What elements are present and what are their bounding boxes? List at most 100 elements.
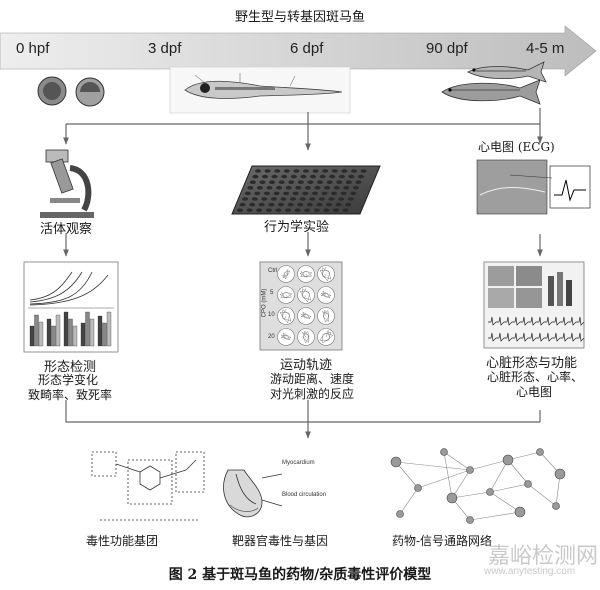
figure-caption: 图 2 基于斑马鱼的药物/杂质毒性评价模型 <box>168 567 432 583</box>
plate-well <box>335 202 342 207</box>
plate-label-10: 10 <box>268 312 275 318</box>
plate-well <box>304 208 311 212</box>
result-heart-line2: 心电图 <box>515 385 552 399</box>
morph-bar <box>38 321 44 347</box>
track-path <box>301 330 310 344</box>
plate-well <box>264 169 271 173</box>
plate-well <box>255 169 261 173</box>
timeline-label-3: 90 dpf <box>426 40 468 57</box>
network-edge <box>489 483 529 493</box>
plate-well <box>294 208 301 212</box>
plate-well <box>259 180 266 184</box>
network-edge <box>417 469 471 489</box>
plate-well <box>258 202 265 207</box>
plate-well <box>283 169 290 173</box>
plate-well <box>360 169 367 173</box>
timeline-label-4: 4-5 m <box>526 40 565 57</box>
network-node <box>414 484 422 492</box>
plate-well <box>348 174 355 179</box>
plate-well <box>326 180 333 184</box>
organ-blood-label: Blood circulation <box>282 492 327 498</box>
network-node <box>552 502 560 510</box>
plate-well <box>333 208 339 212</box>
plate-well <box>352 186 359 190</box>
morph-bar <box>97 315 103 347</box>
plate-well <box>274 169 281 173</box>
timeline-label-1: 3 dpf <box>148 40 182 57</box>
track-path <box>320 290 332 299</box>
morph-bar <box>106 311 112 347</box>
network-edge <box>395 461 471 471</box>
morph-bar <box>46 318 52 347</box>
method-behavior-label: 行为学实验 <box>264 220 330 235</box>
network-edge <box>443 451 453 499</box>
plate-well <box>295 186 302 190</box>
plate-well <box>285 208 291 212</box>
plate-well <box>281 174 288 179</box>
morph-bar <box>63 311 69 347</box>
plate-well <box>247 186 254 190</box>
plate-well <box>347 197 354 201</box>
network-edge <box>451 491 491 499</box>
plate-well <box>304 186 311 190</box>
plate-well <box>325 202 332 207</box>
plate-well <box>342 208 349 212</box>
ecg-heading: 心电图 (ECG) <box>478 140 555 154</box>
result-motion-line2: 对光刺激的反应 <box>269 387 354 401</box>
network-node <box>502 454 514 466</box>
network-node <box>524 480 532 488</box>
plate-well <box>292 191 299 196</box>
network-edge <box>443 451 471 471</box>
morph-bar <box>68 318 73 347</box>
plate-well <box>266 186 273 190</box>
embryo-image <box>37 76 105 107</box>
morph-bar <box>55 314 61 347</box>
plate-well <box>307 180 314 184</box>
larva-image <box>169 66 351 114</box>
plate-well <box>322 169 329 173</box>
track-path <box>319 330 334 344</box>
morphology-chart-image <box>23 261 119 353</box>
plate-well <box>318 197 325 201</box>
plate-well <box>314 186 321 190</box>
network-node <box>466 466 474 474</box>
plate-well <box>290 174 297 179</box>
locomotion-plate-image <box>259 261 343 351</box>
ecg-setup-image <box>476 159 591 215</box>
plate-well <box>302 191 309 196</box>
plate-well <box>297 180 304 184</box>
result-motion-title: 运动轨迹 <box>280 358 333 373</box>
track-path <box>299 287 312 303</box>
bottom-func-label: 毒性功能基团 <box>86 534 159 548</box>
plate-well <box>317 180 324 184</box>
plate-well <box>328 197 335 201</box>
morph-bar <box>89 318 95 347</box>
network-node <box>390 456 402 468</box>
plate-well <box>338 174 345 179</box>
organ-myocardium-label: Myocardium <box>282 460 315 466</box>
plate-well <box>271 174 278 179</box>
plate-well <box>285 186 292 190</box>
track-path <box>299 270 313 278</box>
plate-well <box>319 174 326 179</box>
morph-bar <box>102 322 107 347</box>
plate-well <box>269 180 276 184</box>
network-edge <box>395 461 419 489</box>
result-morph-line2: 致畸率、致死率 <box>27 388 112 402</box>
timeline-label-0: 0 hpf <box>16 40 50 57</box>
adult-fish-image <box>441 61 547 105</box>
plate-well <box>280 197 287 201</box>
chemical-structure-image <box>91 451 205 521</box>
plate-well <box>256 208 263 212</box>
plate-well <box>312 169 319 173</box>
network-node <box>514 506 526 518</box>
plate-well <box>358 174 365 179</box>
plate-label-ctrl: Ctrl <box>268 268 278 274</box>
plate-well <box>256 186 263 190</box>
plate-well <box>262 174 269 179</box>
morph-bar <box>72 325 78 347</box>
network-graph <box>390 448 566 524</box>
plate-well <box>303 169 309 173</box>
